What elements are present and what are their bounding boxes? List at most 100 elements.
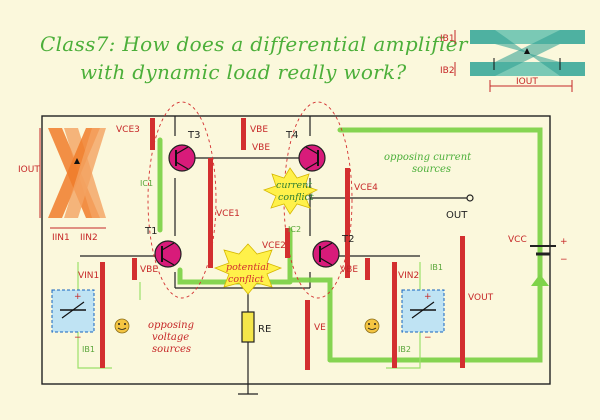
label-vin2: VIN2 bbox=[398, 271, 419, 281]
t3-symbol bbox=[168, 144, 196, 172]
note-opposing-voltage-3: sources bbox=[152, 344, 191, 355]
dashed-ellipse-left bbox=[147, 101, 217, 299]
note-potential-conflict-1: potential bbox=[226, 262, 269, 273]
source-right-plus: + bbox=[424, 292, 432, 302]
bar-vbe-t2 bbox=[365, 258, 370, 280]
t1-emitter bbox=[161, 257, 175, 266]
t3-collector bbox=[175, 146, 189, 155]
left-iin1-label: IIN1 bbox=[52, 233, 70, 243]
inset-center-arrow bbox=[524, 48, 530, 54]
bar-vout bbox=[460, 236, 465, 368]
note-current-conflict-1: current bbox=[276, 180, 312, 191]
label-ib1-right: IB1 bbox=[430, 263, 443, 272]
smiley-right-eye-1 bbox=[368, 323, 370, 325]
transistor-t2 bbox=[312, 240, 340, 268]
current-path-right-bottom bbox=[327, 297, 543, 363]
vcc-battery bbox=[530, 245, 556, 256]
label-re: RE bbox=[258, 324, 271, 335]
left-x-band-4 bbox=[64, 128, 106, 218]
current-conflict-burst bbox=[262, 167, 319, 215]
source-right-box bbox=[401, 289, 445, 333]
t3-emitter bbox=[175, 161, 189, 170]
input-source-left: − + bbox=[51, 289, 95, 343]
bar-vce1 bbox=[208, 158, 213, 268]
transistor-t3 bbox=[168, 144, 196, 172]
left-iout-label: IOUT bbox=[18, 165, 40, 175]
bar-vin2 bbox=[392, 262, 397, 368]
output-node bbox=[466, 194, 474, 202]
label-vbe-t2: VBE bbox=[340, 265, 358, 275]
label-vce1: VCE1 bbox=[216, 209, 240, 219]
note-current-conflict-2: conflict bbox=[278, 192, 314, 203]
bar-vce3 bbox=[150, 118, 155, 150]
inset-iout-label: IOUT bbox=[516, 77, 538, 87]
source-left-minus: − bbox=[74, 333, 82, 343]
circuit-frame bbox=[41, 115, 551, 385]
bar-vbe-t3 bbox=[241, 118, 246, 150]
left-iin2-label: IIN2 bbox=[80, 233, 98, 243]
potential-conflict-burst bbox=[213, 243, 283, 295]
voltage-bars bbox=[100, 118, 465, 370]
t1-collector bbox=[161, 242, 175, 251]
smiley-right-eye-2 bbox=[374, 323, 376, 325]
label-vce2: VCE2 bbox=[262, 241, 286, 251]
smiley-right-icon bbox=[364, 318, 380, 334]
label-t2: T2 bbox=[341, 234, 354, 245]
label-vbe-t3: VBE bbox=[250, 125, 268, 135]
label-battery-plus: + bbox=[560, 237, 568, 247]
title-line-2: with dynamic load really work? bbox=[80, 60, 407, 84]
bar-vin1 bbox=[100, 262, 105, 368]
t2-symbol bbox=[312, 240, 340, 268]
bar-vbe-t1 bbox=[132, 258, 137, 280]
t4-symbol bbox=[298, 144, 326, 172]
label-t4: T4 bbox=[285, 130, 298, 141]
label-vce4: VCE4 bbox=[354, 183, 378, 193]
label-ib2: IB2 bbox=[398, 345, 411, 354]
input-source-right: − + bbox=[401, 289, 445, 343]
smiley-left-eye-1 bbox=[118, 323, 120, 325]
label-vcc: VCC bbox=[508, 235, 527, 245]
label-vce3: VCE3 bbox=[116, 125, 140, 135]
smiley-left-eye-2 bbox=[124, 323, 126, 325]
label-battery-minus: − bbox=[560, 255, 568, 265]
inset-current-diagram: IB1 IB2 IOUT bbox=[440, 30, 585, 92]
note-opposing-current-1: opposing current bbox=[384, 152, 472, 163]
smiley-left-mouth bbox=[117, 327, 127, 330]
t4-collector bbox=[305, 146, 319, 155]
label-ib1-left: IB1 bbox=[82, 345, 95, 354]
note-opposing-voltage-2: voltage bbox=[152, 332, 189, 343]
label-ic2: IC2 bbox=[288, 225, 301, 234]
resistor-re bbox=[241, 311, 255, 343]
t1-symbol bbox=[154, 240, 182, 268]
t4-emitter bbox=[305, 161, 319, 170]
current-path-right-top bbox=[337, 127, 543, 303]
label-t1: T1 bbox=[144, 226, 157, 237]
smiley-right-face bbox=[364, 318, 380, 334]
current-arrow-up bbox=[531, 274, 549, 286]
t2-emitter bbox=[319, 257, 333, 266]
note-potential-conflict-2: conflict bbox=[228, 274, 264, 285]
smiley-left-face bbox=[114, 318, 130, 334]
source-left-plus: + bbox=[74, 292, 82, 302]
label-out: OUT bbox=[446, 210, 468, 221]
note-opposing-current-2: sources bbox=[412, 164, 451, 175]
label-vout: VOUT bbox=[468, 293, 494, 303]
note-opposing-voltage-1: opposing bbox=[148, 320, 194, 331]
t2-collector bbox=[319, 242, 333, 251]
title-line-1: Class7: How does a differential amplifie… bbox=[40, 32, 468, 56]
label-vbe-t4: VBE bbox=[252, 143, 270, 153]
label-ic1: IC1 bbox=[140, 179, 153, 188]
label-vin1: VIN1 bbox=[78, 271, 99, 281]
source-right-minus: − bbox=[424, 333, 432, 343]
transistor-t4 bbox=[298, 144, 326, 172]
transistor-t1 bbox=[154, 240, 182, 268]
left-x-center-arrow bbox=[74, 158, 80, 164]
smiley-left-icon bbox=[114, 318, 130, 334]
left-current-x-diagram: IOUT IIN1 IIN2 bbox=[18, 128, 106, 243]
bar-ve bbox=[305, 300, 310, 370]
bar-vce2 bbox=[285, 228, 290, 258]
dashed-ellipse-right bbox=[283, 101, 353, 299]
inset-ib1-label: IB1 bbox=[440, 34, 455, 44]
